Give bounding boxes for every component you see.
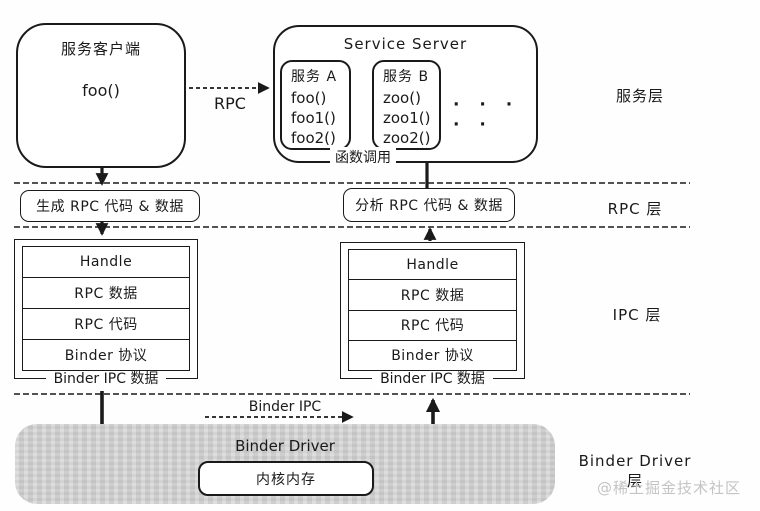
- service-client-title: 服务客户端: [60, 40, 141, 58]
- kernel-memory-box: 内核内存: [198, 461, 374, 496]
- stack-row-binder-protocol: Binder 协议: [23, 339, 189, 370]
- layer-label-service: 服务层: [615, 87, 664, 105]
- parse-rpc-box: 分析 RPC 代码 & 数据: [343, 188, 515, 222]
- generate-rpc-box: 生成 RPC 代码 & 数据: [20, 190, 200, 222]
- binder-ipc-arrow-label: Binder IPC: [248, 399, 322, 415]
- binder-driver-title: Binder Driver: [235, 437, 335, 455]
- stack-row-rpc-data: RPC 数据: [23, 277, 189, 308]
- service-b-box: 服务 B zoo() zoo1() zoo2(): [372, 60, 441, 150]
- watermark: @稀土掘金技术社区: [597, 479, 742, 497]
- service-b-method: zoo(): [383, 89, 421, 107]
- service-a-box: 服务 A foo() foo1() foo2(): [280, 60, 351, 150]
- server-ipc-stack-rows: Handle RPC 数据 RPC 代码 Binder 协议: [348, 249, 517, 371]
- service-client-box: 服务客户端 foo(): [16, 23, 186, 168]
- service-b-method: zoo2(): [383, 129, 431, 147]
- service-b-method: zoo1(): [383, 109, 431, 127]
- service-b-title: 服务 B: [383, 69, 430, 85]
- more-services-dots: · · · · ·: [453, 95, 520, 135]
- binder-ipc-data-caption: Binder IPC 数据: [341, 368, 524, 388]
- binder-driver-box: Binder Driver 内核内存: [15, 424, 555, 504]
- client-foo-method: foo(): [82, 81, 120, 100]
- client-ipc-stack: Handle RPC 数据 RPC 代码 Binder 协议 Binder IP…: [14, 239, 198, 387]
- service-a-title: 服务 A: [291, 69, 338, 85]
- stack-row-handle: Handle: [406, 256, 459, 273]
- service-a-method: foo1(): [291, 109, 336, 127]
- rpc-arrow-label: RPC: [214, 94, 246, 113]
- binder-ipc-data-caption: Binder IPC 数据: [15, 368, 197, 388]
- service-server-box: Service Server 服务 A foo() foo1() foo2() …: [273, 25, 538, 163]
- layer-label-ipc: IPC 层: [612, 306, 662, 324]
- service-a-method: foo2(): [291, 129, 336, 147]
- stack-row-handle: Handle: [79, 254, 133, 270]
- service-server-title: Service Server: [343, 35, 468, 53]
- stack-row-binder-protocol: Binder 协议: [349, 339, 516, 370]
- layer-label-rpc: RPC 层: [607, 200, 663, 218]
- client-ipc-stack-rows: Handle RPC 数据 RPC 代码 Binder 协议: [22, 246, 190, 371]
- function-call-label: 函数调用: [330, 147, 396, 167]
- stack-row-rpc-code: RPC 代码: [349, 309, 516, 340]
- service-a-method: foo(): [291, 89, 327, 107]
- layer-label-binder-driver: Binder Driver 层: [578, 452, 692, 490]
- server-ipc-stack: Handle RPC 数据 RPC 代码 Binder 协议 Binder IP…: [340, 242, 525, 387]
- stack-row-rpc-code: RPC 代码: [23, 308, 189, 339]
- stack-row-rpc-data: RPC 数据: [349, 279, 516, 309]
